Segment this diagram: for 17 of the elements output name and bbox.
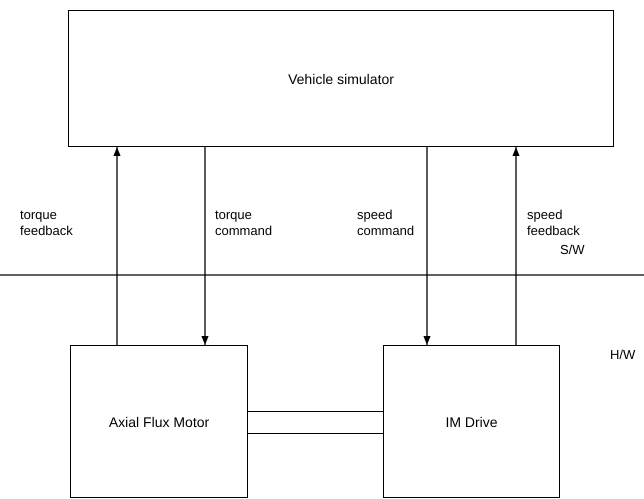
edge-label: torque command <box>215 207 274 239</box>
arrow <box>423 147 431 345</box>
block-box <box>70 345 248 498</box>
arrow <box>512 147 520 345</box>
block-box <box>68 10 614 147</box>
layer-label: H/W <box>610 347 636 363</box>
arrow <box>113 147 121 345</box>
arrow <box>201 147 209 345</box>
node-label: Axial Flux Motor <box>108 414 210 430</box>
layer-label: S/W <box>560 242 585 258</box>
edge-label: speed feedback <box>527 207 581 239</box>
node-label: Vehicle simulator <box>288 70 394 86</box>
edge-label: torque feedback <box>20 207 74 239</box>
shaft-bar <box>248 411 383 434</box>
block-box <box>383 345 560 498</box>
node-label: IM Drive <box>445 414 498 430</box>
edge-label: speed command <box>357 207 416 239</box>
